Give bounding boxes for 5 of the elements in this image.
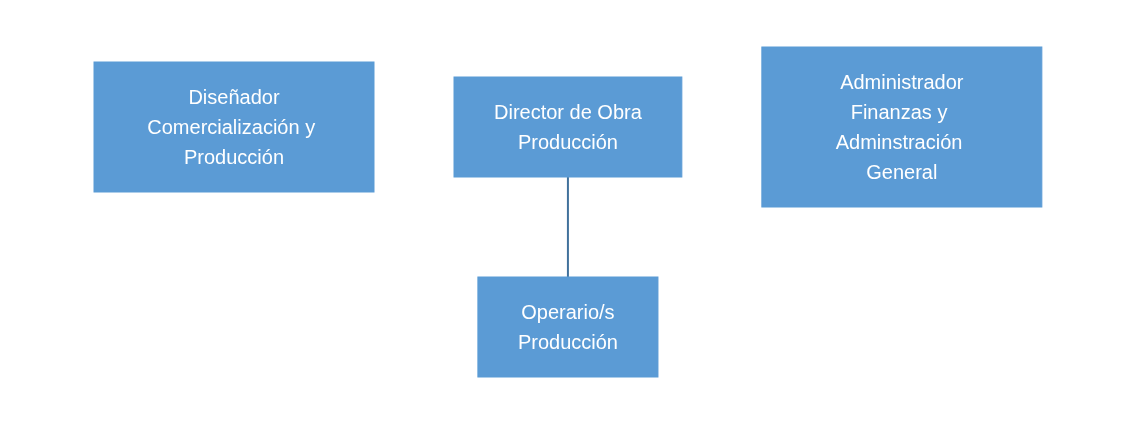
connector — [566, 175, 569, 278]
node-box: Operario/s Producción — [476, 276, 659, 377]
node-box: Director de Obra Producción — [453, 76, 682, 177]
node-box: Administrador Finanzas y Adminstración General — [760, 46, 1042, 207]
node-box: Diseñador Comercialización y Producción — [93, 61, 375, 192]
